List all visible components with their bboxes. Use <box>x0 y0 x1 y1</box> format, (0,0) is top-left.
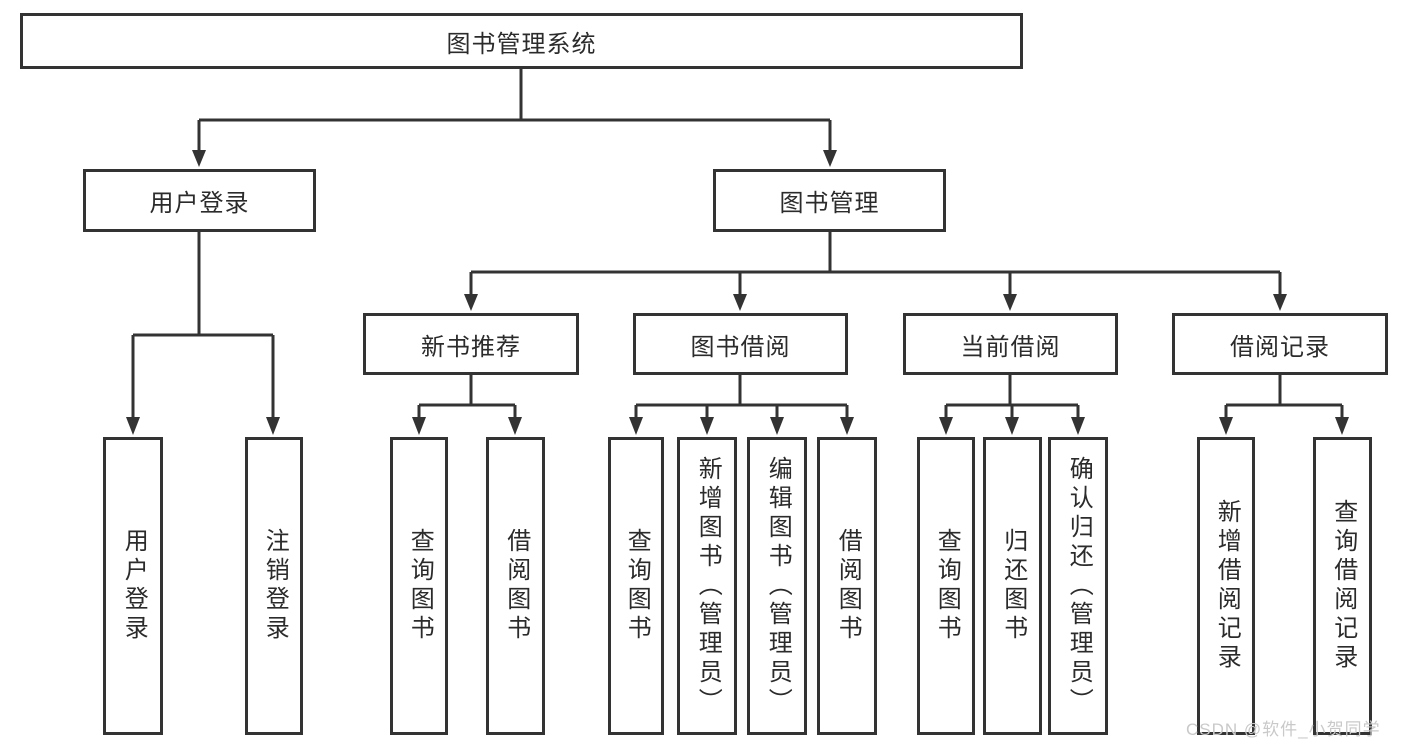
node-book-borrow-label: 图书借阅 <box>690 333 791 361</box>
connector-user-login <box>126 232 280 435</box>
leaf-query-book-1: 查询图书 <box>390 437 448 735</box>
leaf-query-book-2: 查询图书 <box>608 437 664 735</box>
leaf-query-borrow-record-label: 查询借阅记录 <box>1329 499 1357 673</box>
node-current-borrow-label: 当前借阅 <box>960 333 1061 361</box>
leaf-logout: 注销登录 <box>245 437 303 735</box>
node-user-login-label: 用户登录 <box>149 190 250 217</box>
leaf-query-borrow-record: 查询借阅记录 <box>1313 437 1372 735</box>
leaf-return-book: 归还图书 <box>983 437 1042 735</box>
node-book-management: 图书管理 <box>713 169 946 232</box>
node-current-borrow: 当前借阅 <box>903 313 1118 375</box>
node-book-management-label: 图书管理 <box>779 190 880 217</box>
node-new-book-recommend-label: 新书推荐 <box>421 333 521 361</box>
leaf-borrow-book-2-label: 借阅图书 <box>834 528 862 644</box>
leaf-query-book-1-label: 查询图书 <box>406 528 434 644</box>
leaf-confirm-return-admin-label: 确认归还（管理员） <box>1065 455 1093 717</box>
node-book-borrow: 图书借阅 <box>633 313 848 375</box>
node-user-login: 用户登录 <box>83 169 316 232</box>
connector-new-book-recommend <box>412 375 522 435</box>
leaf-logout-label: 注销登录 <box>261 528 289 644</box>
leaf-edit-book-admin-label: 编辑图书（管理员） <box>764 455 792 717</box>
leaf-return-book-label: 归还图书 <box>999 528 1027 644</box>
node-library-system-label: 图书管理系统 <box>446 30 597 58</box>
leaf-edit-book-admin: 编辑图书（管理员） <box>747 437 807 735</box>
connector-root <box>192 69 837 167</box>
node-borrow-record: 借阅记录 <box>1172 313 1388 375</box>
connector-borrow-record <box>1219 375 1349 435</box>
leaf-borrow-book-1: 借阅图书 <box>486 437 545 735</box>
leaf-user-login: 用户登录 <box>103 437 163 735</box>
leaf-query-book-3: 查询图书 <box>917 437 975 735</box>
node-library-system: 图书管理系统 <box>20 13 1023 69</box>
leaf-add-borrow-record-label: 新增借阅记录 <box>1213 499 1241 673</box>
node-borrow-record-label: 借阅记录 <box>1230 333 1330 361</box>
connector-book-borrow <box>629 375 854 435</box>
node-new-book-recommend: 新书推荐 <box>363 313 579 375</box>
leaf-add-book-admin-label: 新增图书（管理员） <box>694 455 722 717</box>
connector-book-management <box>464 232 1287 311</box>
leaf-query-book-2-label: 查询图书 <box>623 528 651 644</box>
leaf-query-book-3-label: 查询图书 <box>933 528 961 644</box>
leaf-add-book-admin: 新增图书（管理员） <box>677 437 737 735</box>
leaf-borrow-book-2: 借阅图书 <box>817 437 877 735</box>
leaf-add-borrow-record: 新增借阅记录 <box>1197 437 1255 735</box>
connector-current-borrow <box>939 375 1085 435</box>
csdn-watermark: CSDN @软件_小贺同学 <box>1186 720 1381 739</box>
leaf-borrow-book-1-label: 借阅图书 <box>502 528 530 644</box>
leaf-confirm-return-admin: 确认归还（管理员） <box>1048 437 1108 735</box>
leaf-user-login-label: 用户登录 <box>120 528 148 644</box>
